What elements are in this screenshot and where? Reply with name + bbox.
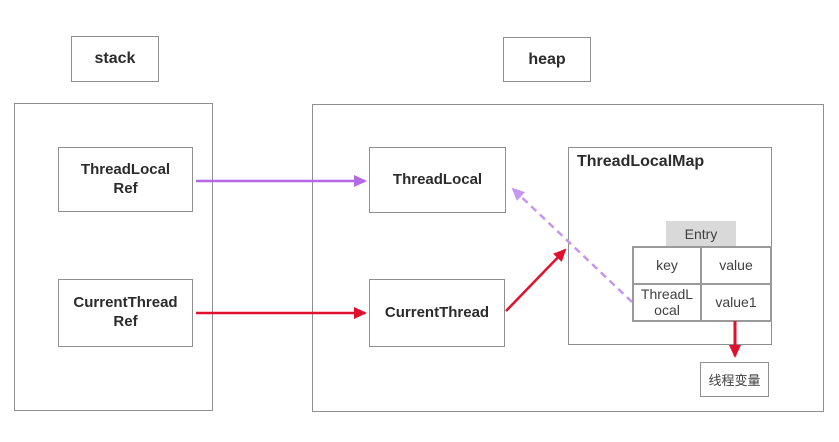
stack-title-box: stack xyxy=(71,36,159,82)
entry-label: Entry xyxy=(684,226,718,242)
entry-table-header-value: value xyxy=(700,246,772,285)
node-currentthread: CurrentThread xyxy=(369,279,505,347)
currentthread-label: CurrentThread xyxy=(384,303,490,321)
entry-table-header-row: key value xyxy=(632,246,772,285)
entry-table-data-row: ThreadL ocal value1 xyxy=(632,283,772,322)
threadlocalmap-title: ThreadLocalMap xyxy=(577,153,705,170)
entry-table: key value ThreadL ocal value1 xyxy=(632,246,772,322)
thread-variable-box: 线程变量 xyxy=(700,362,769,397)
threadlocal-label: ThreadLocal xyxy=(392,170,483,188)
thread-variable-label: 线程变量 xyxy=(708,373,761,388)
node-threadlocal: ThreadLocal xyxy=(369,147,506,213)
heap-title-label: heap xyxy=(528,50,566,68)
node-currentthread-ref: CurrentThread Ref xyxy=(58,279,193,347)
stack-title-label: stack xyxy=(94,50,136,67)
threadlocal-ref-label: ThreadLocal Ref xyxy=(80,160,171,197)
entry-table-header-key: key xyxy=(632,246,702,285)
heap-title-box: heap xyxy=(503,37,591,82)
currentthread-ref-label: CurrentThread Ref xyxy=(73,294,178,330)
entry-header-tab: Entry xyxy=(666,221,736,247)
entry-table-cell-key: ThreadL ocal xyxy=(632,283,702,322)
entry-table-cell-value: value1 xyxy=(700,283,772,322)
node-threadlocal-ref: ThreadLocal Ref xyxy=(58,147,193,212)
